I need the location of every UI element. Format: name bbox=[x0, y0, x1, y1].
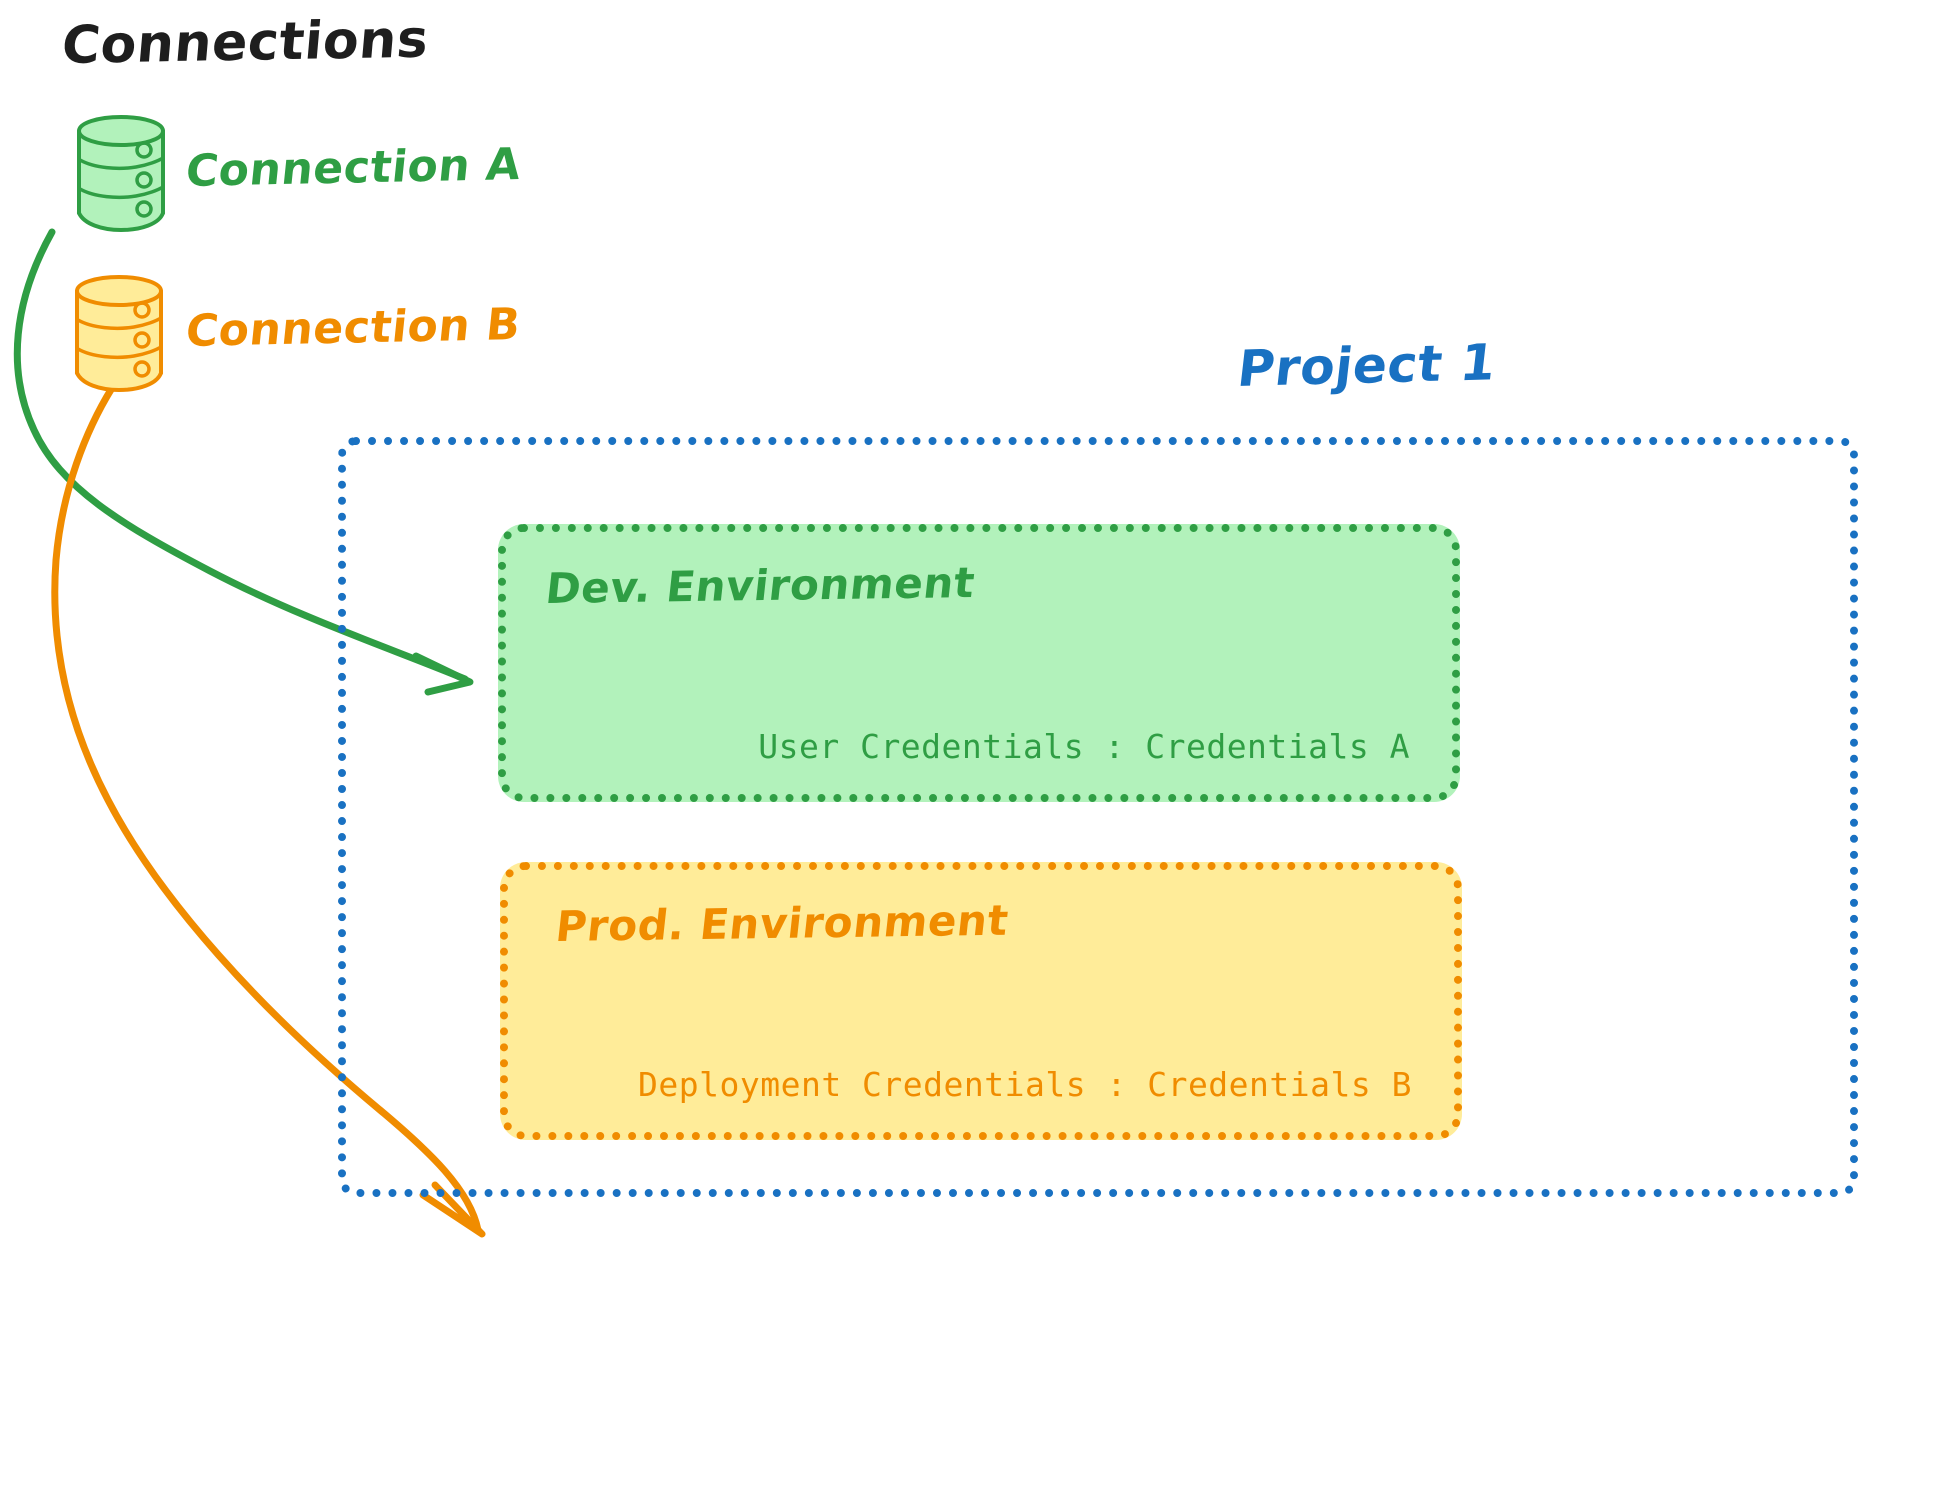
connection-a-label: Connection A bbox=[183, 139, 524, 197]
prod-environment-box[interactable]: Prod. Environment Deployment Credentials… bbox=[500, 862, 1462, 1140]
dev-environment-title: Dev. Environment bbox=[543, 558, 978, 613]
database-cylinder-icon[interactable] bbox=[64, 272, 174, 397]
project-label: Project 1 bbox=[1234, 333, 1500, 398]
prod-environment-title: Prod. Environment bbox=[553, 895, 1011, 951]
connection-b-label: Connection B bbox=[183, 299, 524, 357]
dev-environment-credentials: User Credentials : Credentials A bbox=[758, 727, 1410, 766]
database-cylinder-icon[interactable] bbox=[66, 112, 176, 237]
project-container[interactable] bbox=[338, 437, 1858, 1197]
prod-environment-credentials: Deployment Credentials : Credentials B bbox=[638, 1065, 1412, 1104]
dev-environment-box[interactable]: Dev. Environment User Credentials : Cred… bbox=[498, 524, 1460, 802]
arrow-connection-a-to-dev bbox=[13, 228, 474, 696]
page-title: Connections bbox=[59, 9, 432, 76]
arrow-connection-b-to-prod bbox=[51, 384, 486, 1238]
